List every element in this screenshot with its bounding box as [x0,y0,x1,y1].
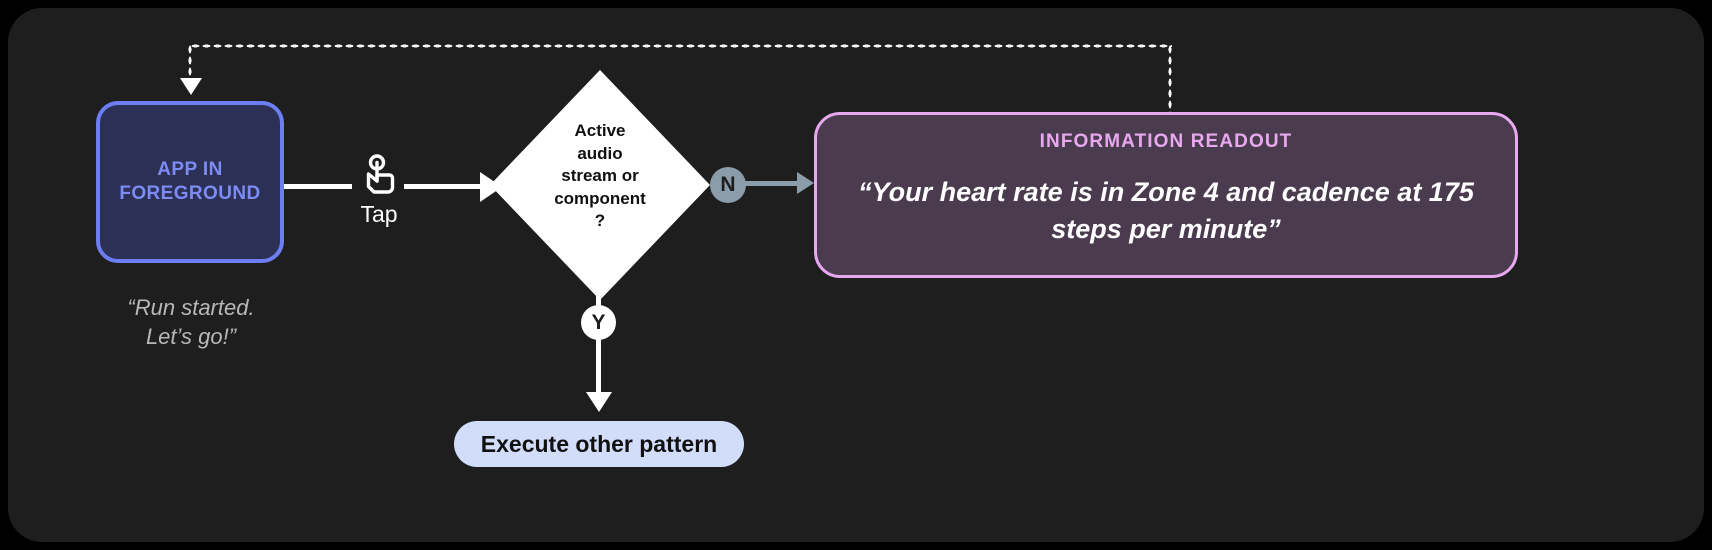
readout-arrowhead-icon [797,172,814,194]
node-app-caption: “Run started.Let’s go!” [127,295,255,350]
pill-arrowhead-icon [586,392,612,412]
gesture-tap: Tap [348,154,410,228]
edge-tap-to-decision [404,184,486,189]
node-app-in-foreground[interactable]: APP IN FOREGROUND [96,101,284,263]
node-information-readout[interactable]: INFORMATION READOUT “Your heart rate is … [814,112,1518,278]
edge-yes-to-pill [596,338,601,400]
branch-badge-no-label: N [720,173,736,196]
feedback-edge-horizontal [190,44,1172,48]
node-execute-other-pattern[interactable]: Execute other pattern [454,421,744,467]
gesture-tap-label: Tap [360,201,398,227]
feedback-edge-vertical-left [188,44,192,82]
branch-badge-yes-label: Y [591,310,606,334]
feedback-arrowhead-icon [180,78,202,95]
diagram-canvas: APP IN FOREGROUND “Run started.Let’s go!… [8,8,1704,542]
node-app-label: APP IN FOREGROUND [119,158,261,204]
tap-gesture-icon [366,154,395,194]
branch-badge-no: N [710,167,746,203]
readout-title: INFORMATION READOUT [1039,131,1293,152]
readout-body: “Your heart rate is in Zone 4 and cadenc… [858,177,1474,245]
feedback-edge-vertical-right [1168,44,1172,114]
edge-no-to-readout [745,181,803,186]
branch-badge-yes: Y [581,305,616,340]
edge-decision-to-yes [596,294,601,312]
execute-pill-label: Execute other pattern [480,430,718,457]
edge-app-to-tap [284,184,352,189]
